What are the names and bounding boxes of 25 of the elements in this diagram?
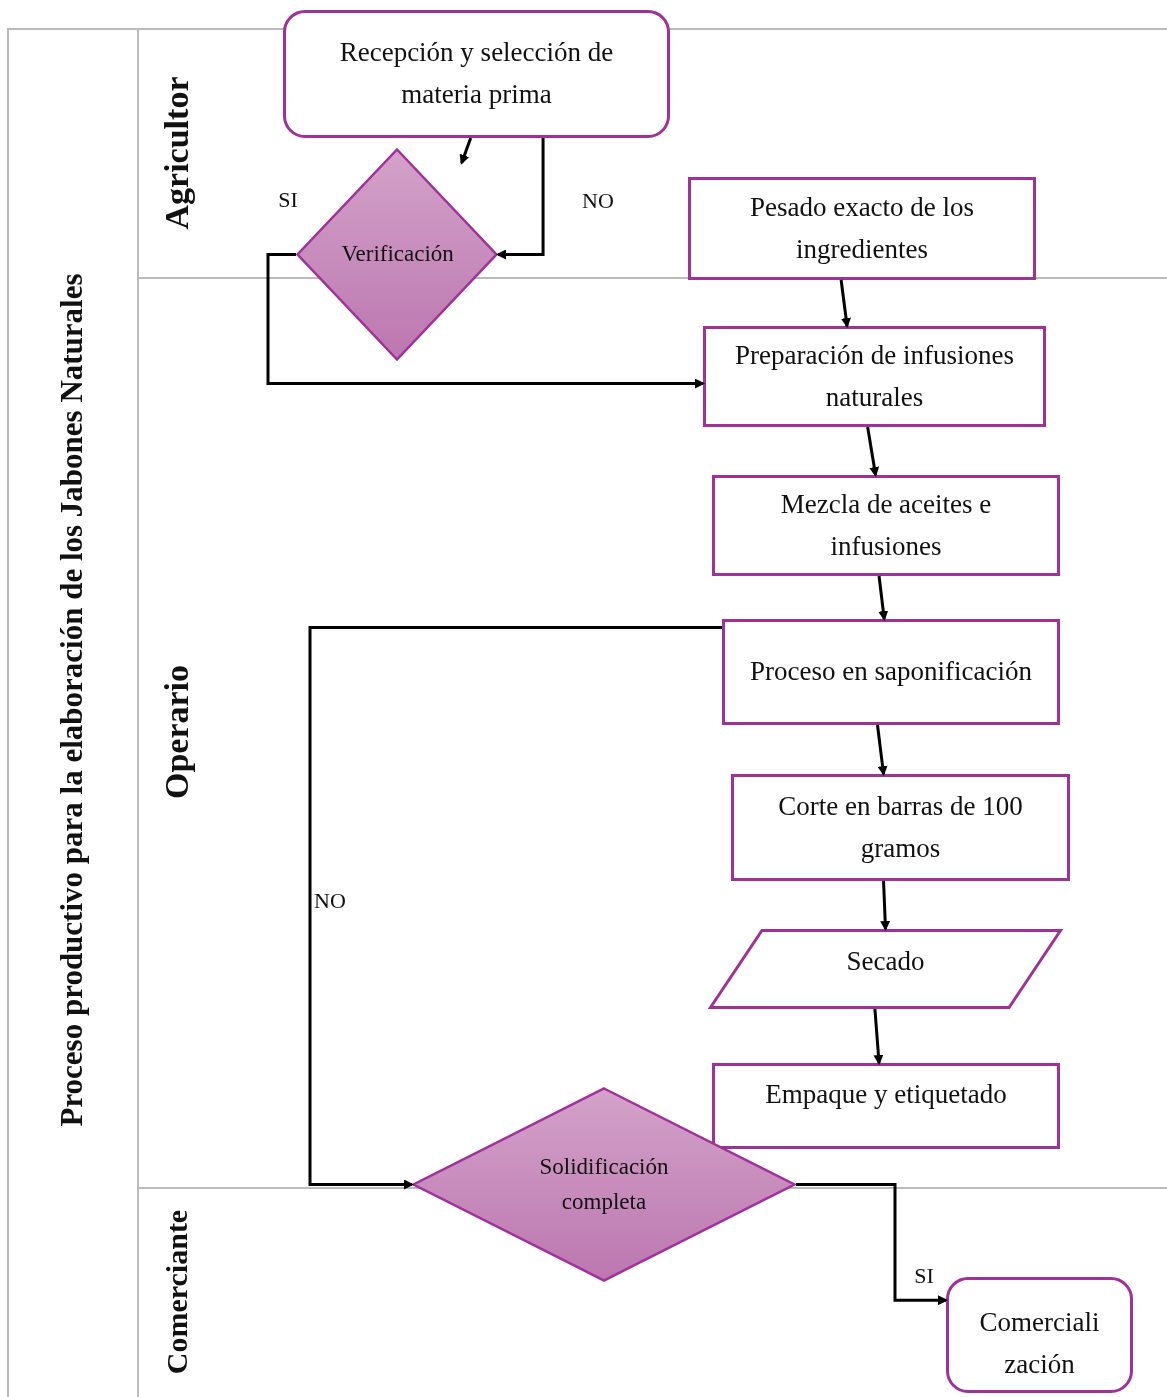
process-box: Corte en barras de 100 gramos [731,774,1070,881]
process-box: Preparación de infusiones naturales [703,326,1046,427]
arrow [266,253,705,389]
pool-title: Proceso productivo para la elaboración de los Jabones Naturales [54,273,90,1127]
process-box: Mezcla de aceites e infusiones [712,475,1060,576]
rounded-process-box: Recepción y selección de materia prima [283,10,670,138]
data-parallelogram: Secado [709,929,1062,1009]
lane-label: Operario [158,664,196,800]
arrow [873,1008,884,1065]
process-box: Proceso en saponificación [722,619,1060,725]
arrow [308,626,722,1190]
arrow [877,575,889,621]
decision-diamond: Verificación [296,148,498,361]
arrow [839,279,851,328]
arrow [876,724,888,776]
arrow [496,138,545,260]
arrow [880,880,891,931]
rounded-process-box: Comercialización [946,1277,1133,1393]
lane-label: Comerciante [160,1209,194,1375]
process-box: Empaque y etiquetado [712,1063,1060,1149]
process-box: Pesado exacto de los ingredientes [688,177,1036,280]
arrow [866,426,880,477]
arrow [796,1183,948,1306]
arrow [459,137,473,165]
lane-label: Agricultor [158,76,196,229]
